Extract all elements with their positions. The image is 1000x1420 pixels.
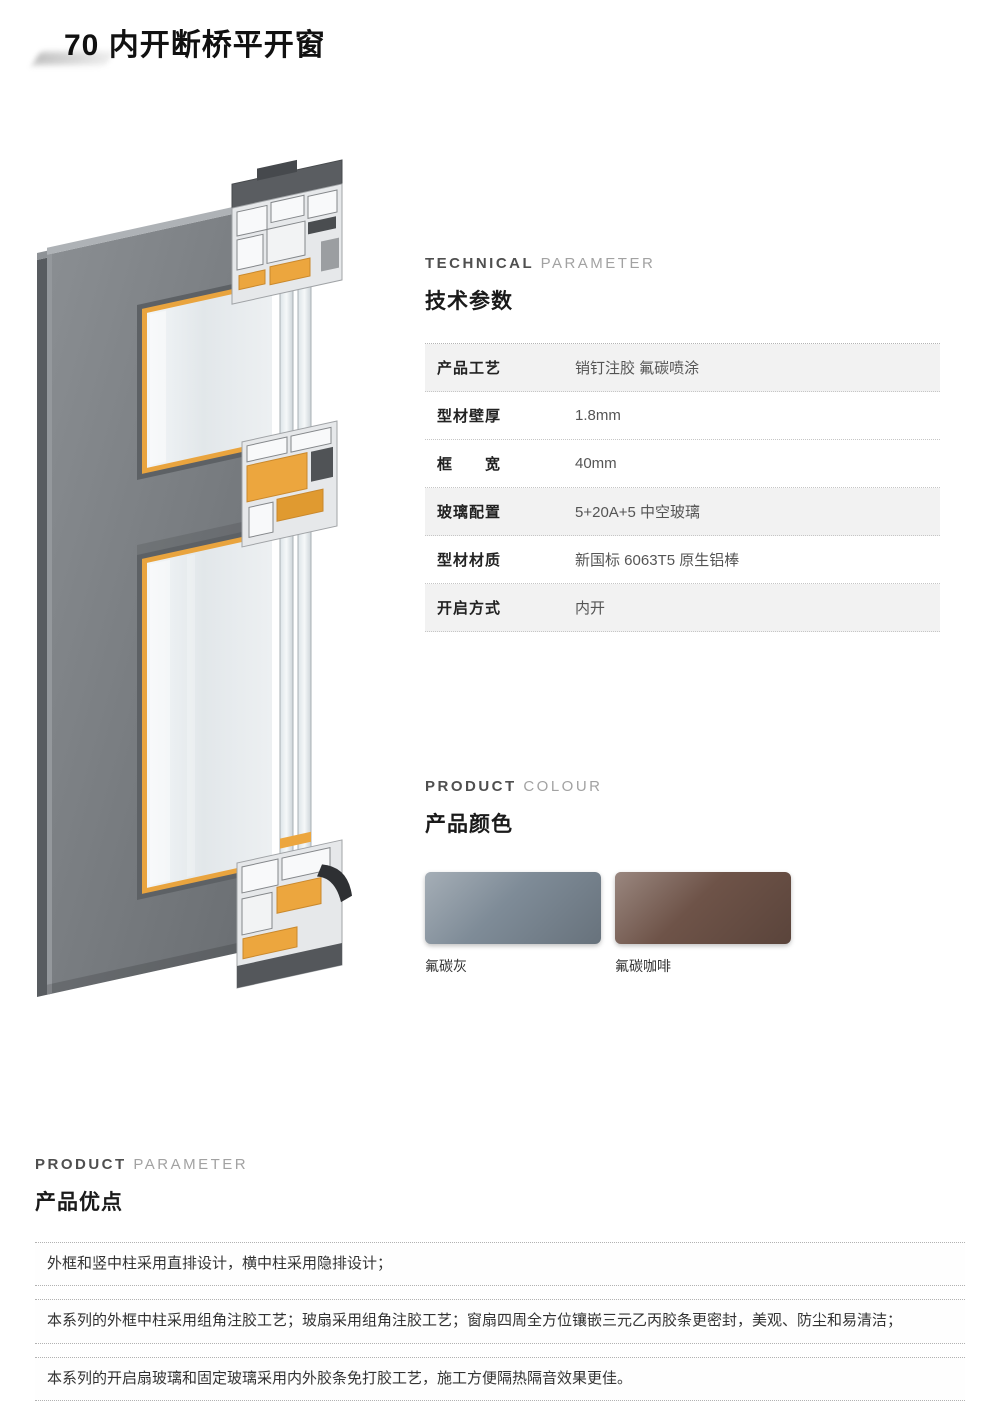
- heading-en-primary: PRODUCT: [35, 1156, 127, 1173]
- aluminum-chamber: [241, 891, 273, 936]
- heading-en-secondary: COLOUR: [523, 778, 603, 795]
- lower-glass-reflection: [150, 559, 170, 886]
- lower-opening: [137, 525, 272, 901]
- spec-row-craft: 产品工艺 销钉注胶 氟碳喷涂: [425, 344, 940, 392]
- thermal-break-strip: [242, 926, 298, 960]
- upper-opening: [137, 275, 272, 481]
- spec-label: 开启方式: [437, 600, 502, 617]
- profile-rib: [321, 237, 339, 272]
- spec-value: 5+20A+5 中空玻璃: [575, 504, 701, 521]
- advantage-item: 外框和竖中柱采用直排设计，横中柱采用隐排设计；: [35, 1242, 965, 1287]
- window-cutaway-drawing: [37, 159, 352, 997]
- upper-glass-reflection: [150, 310, 166, 466]
- spec-row-material: 型材材质 新国标 6063T5 原生铝棒: [425, 536, 940, 584]
- aluminum-chamber: [236, 204, 268, 237]
- aluminum-chamber: [270, 194, 305, 224]
- spec-label: 型材壁厚: [437, 408, 502, 425]
- aluminum-chamber: [236, 233, 264, 271]
- swatch-label-gray: 氟碳灰: [425, 958, 467, 974]
- aluminum-chamber: [246, 436, 288, 463]
- aluminum-chamber: [241, 858, 279, 894]
- spec-row-frame-width: 框 宽 40mm: [425, 440, 940, 488]
- frame-top-cap: [47, 198, 272, 255]
- aluminum-chamber: [248, 501, 274, 538]
- glazing-sheets: [279, 231, 312, 920]
- advantage-item: 本系列的外框中柱采用组角注胶工艺；玻扇采用组角注胶工艺；窗扇四周全方位镶嵌三元乙…: [35, 1299, 965, 1344]
- spec-value: 内开: [575, 600, 606, 617]
- spec-table: 产品工艺 销钉注胶 氟碳喷涂 型材壁厚 1.8mm 框 宽 40mm 玻璃配置 …: [425, 343, 940, 632]
- heading-en-secondary: PARAMETER: [133, 1156, 249, 1173]
- swatch-row: [425, 872, 940, 944]
- heading-en-primary: PRODUCT: [425, 778, 517, 795]
- product-advantages-section: PRODUCT PARAMETER 产品优点 外框和竖中柱采用直排设计，横中柱采…: [35, 1156, 965, 1414]
- thermal-break-block: [276, 876, 322, 914]
- colour-swatch-coffee: [615, 872, 791, 944]
- mullion-shadow: [137, 515, 272, 556]
- thermal-break-strip: [269, 257, 311, 286]
- aluminum-chamber: [290, 426, 332, 453]
- spec-value: 1.8mm: [575, 407, 621, 424]
- window-profile-illustration: [25, 150, 435, 1030]
- spec-label: 框 宽: [437, 456, 502, 473]
- upper-glass-pane: [147, 285, 272, 468]
- top-profile-section: [231, 159, 343, 305]
- lower-glass-pane: [147, 535, 272, 888]
- advantages-heading-zh: 产品优点: [35, 1191, 123, 1214]
- bottom-profile-base: [237, 942, 342, 989]
- swatch-labels: 氟碳灰 氟碳咖啡: [425, 956, 940, 976]
- advantage-list: 外框和竖中柱采用直排设计，横中柱采用隐排设计； 本系列的外框中柱采用组角注胶工艺…: [35, 1242, 965, 1401]
- aluminum-chamber: [266, 220, 306, 265]
- colour-swatch-gray: [425, 872, 601, 944]
- product-colour-section: PRODUCT COLOUR 产品颜色 氟碳灰 氟碳咖啡: [425, 778, 940, 976]
- spec-value: 销钉注胶 氟碳喷涂: [575, 360, 700, 377]
- technical-parameters-section: TECHNICAL PARAMETER 技术参数 产品工艺 销钉注胶 氟碳喷涂 …: [425, 255, 940, 632]
- spec-label: 产品工艺: [437, 360, 502, 377]
- spec-row-opening-type: 开启方式 内开: [425, 584, 940, 632]
- frame-left-side-face: [37, 257, 47, 997]
- bottom-shadow: [47, 935, 272, 995]
- heading-en-secondary: PARAMETER: [540, 255, 656, 272]
- frame-edge-highlight: [47, 253, 52, 995]
- window-handle: [317, 864, 352, 903]
- top-profile-fin: [257, 159, 297, 181]
- colour-heading-en: PRODUCT COLOUR: [425, 778, 940, 795]
- colour-heading-zh: 产品颜色: [425, 813, 513, 836]
- glass-spacer-bottom: [280, 831, 311, 849]
- frame-top-corner: [37, 250, 47, 260]
- heading-en-primary: TECHNICAL: [425, 255, 534, 272]
- technical-heading-zh: 技术参数: [425, 290, 513, 313]
- aluminum-chamber: [307, 189, 338, 220]
- thermal-break-block: [246, 452, 308, 503]
- bottom-profile-section: [236, 839, 352, 989]
- spec-value: 新国标 6063T5 原生铝棒: [575, 552, 740, 569]
- profile-slot: [308, 216, 336, 235]
- profile-slot: [311, 446, 333, 482]
- lower-glass-streak: [187, 554, 195, 878]
- advantages-heading-en: PRODUCT PARAMETER: [35, 1156, 965, 1173]
- advantage-item: 本系列的开启扇玻璃和固定玻璃采用内外胶条免打胶工艺，施工方便隔热隔音效果更佳。: [35, 1356, 965, 1401]
- swatch-label-coffee: 氟碳咖啡: [615, 958, 671, 974]
- thermal-break-strip: [238, 269, 266, 291]
- thermal-break-block: [276, 488, 324, 522]
- page-title: 70 内开断桥平开窗: [64, 29, 326, 62]
- technical-heading-en: TECHNICAL PARAMETER: [425, 255, 940, 272]
- spec-row-glass-config: 玻璃配置 5+20A+5 中空玻璃: [425, 488, 940, 536]
- aluminum-chamber: [281, 846, 331, 881]
- spec-label: 型材材质: [437, 552, 502, 569]
- spec-label: 玻璃配置: [437, 504, 502, 521]
- middle-profile-section: [241, 420, 338, 548]
- spec-row-wall-thickness: 型材壁厚 1.8mm: [425, 392, 940, 440]
- spec-value: 40mm: [575, 455, 617, 472]
